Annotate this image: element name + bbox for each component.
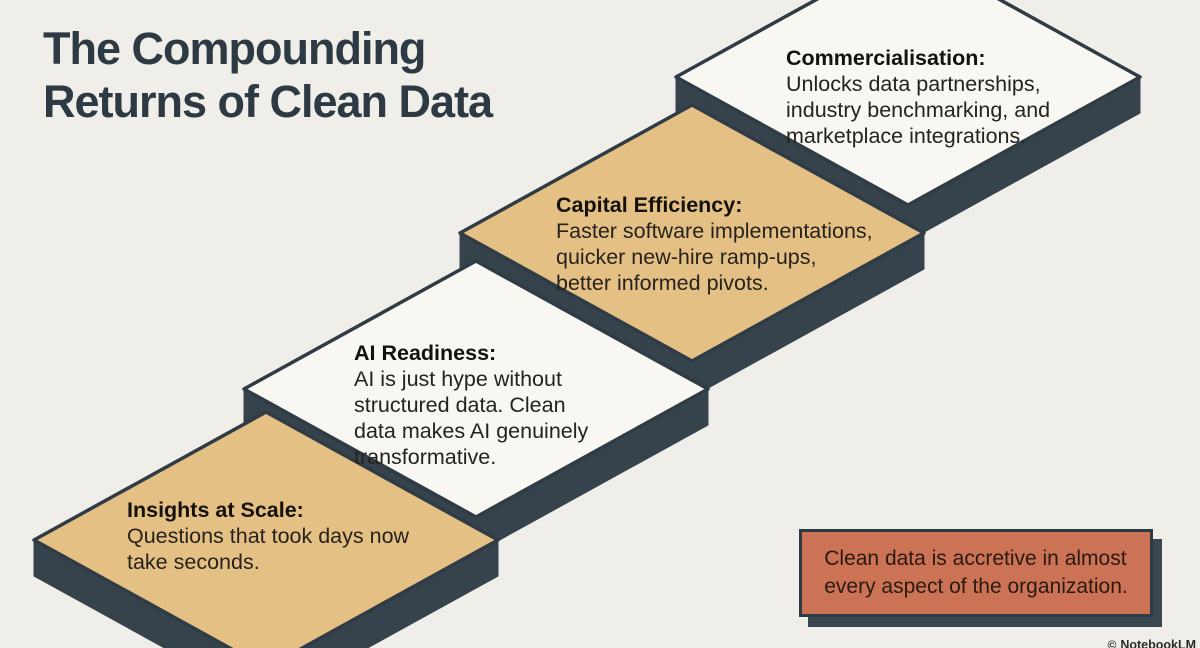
copyright-icon: © [1107, 638, 1117, 648]
step-body: Unlocks data partnerships, industry benc… [786, 72, 1051, 148]
step-label-insights-at-scale: Insights at Scale: Questions that took d… [127, 497, 457, 575]
step-commercialisation-top-face [674, 0, 1142, 207]
step-body: Questions that took days now take second… [127, 524, 410, 574]
step-shape-insights-at-scale [32, 410, 500, 648]
watermark: © NotebookLM [1107, 638, 1196, 648]
callout-box: Clean data is accretive in almost every … [799, 529, 1153, 617]
step-ai-readiness-top-face [242, 259, 710, 519]
callout-text: Clean data is accretive in almost every … [824, 547, 1128, 598]
step-title: Commercialisation: [786, 46, 986, 70]
step-title: Insights at Scale: [127, 498, 304, 522]
step-capital-efficiency-top-face [458, 103, 926, 363]
watermark-brand: NotebookLM [1120, 638, 1196, 648]
step-label-capital-efficiency: Capital Efficiency: Faster software impl… [556, 192, 896, 296]
step-label-commercialisation: Commercialisation: Unlocks data partners… [786, 45, 1086, 149]
step-body: Faster software implementations, quicker… [556, 219, 873, 295]
step-insights-at-scale-top-face [32, 410, 500, 648]
step-title: AI Readiness: [354, 341, 497, 365]
page-title: The Compounding Returns of Clean Data [43, 23, 493, 127]
step-title: Capital Efficiency: [556, 193, 743, 217]
step-label-ai-readiness: AI Readiness: AI is just hype without st… [354, 340, 614, 470]
step-body: AI is just hype without structured data.… [354, 367, 589, 469]
step-insights-at-scale-side-face [33, 539, 499, 648]
